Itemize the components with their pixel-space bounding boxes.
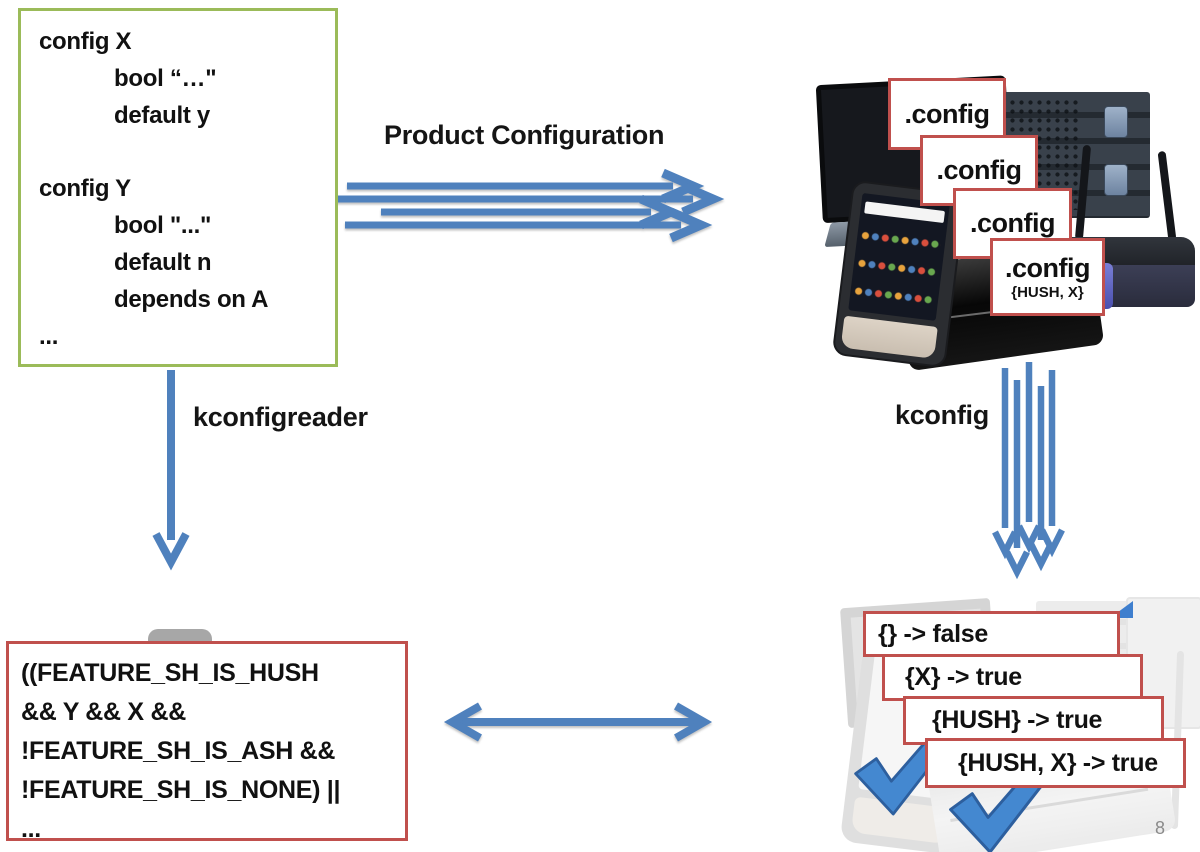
page-number: 8: [1155, 818, 1166, 838]
evaluation-label: {HUSH} -> true: [932, 706, 1103, 734]
phone-screen: [848, 192, 950, 321]
formula-line: ((FEATURE_SH_IS_HUSH: [21, 659, 319, 687]
config-file-label: .config: [936, 155, 1023, 185]
model-blank-line: [39, 134, 335, 170]
router-antenna: [1157, 150, 1177, 242]
formula-box: ((FEATURE_SH_IS_HUSH && Y && X && !FEATU…: [6, 641, 408, 843]
evaluation-box-3: {HUSH} -> true: [903, 696, 1164, 745]
config-file-variant-label: {HUSH, X}: [1011, 284, 1084, 301]
kconfig-label: kconfig: [895, 400, 989, 430]
config-file-label: .config: [970, 208, 1056, 238]
router-antenna: [1074, 144, 1092, 241]
evaluation-label: {} -> false: [878, 619, 988, 648]
config-file-box-4: .config {HUSH, X}: [990, 238, 1105, 316]
product-configuration-arrows-icon: [331, 168, 725, 243]
config-file-label: .config: [1005, 253, 1091, 283]
formula-line: !FEATURE_SH_IS_NONE) ||: [21, 776, 341, 804]
smartphone-image: [831, 179, 967, 369]
phone-app-icons: [853, 219, 943, 313]
evaluation-label: {HUSH, X} -> true: [958, 748, 1158, 777]
config-file-label: .config: [904, 98, 991, 129]
formula-line: ...: [21, 815, 41, 843]
model-line: depends on A: [114, 286, 269, 313]
evaluation-box-1: {} -> false: [863, 611, 1120, 657]
server-drive-handle: [1104, 164, 1128, 196]
model-line: config X: [39, 28, 132, 55]
kconfigreader-arrow-icon: [152, 370, 190, 571]
evaluation-label: {X} -> true: [905, 663, 1022, 691]
model-line: default n: [114, 249, 212, 276]
evaluation-box-4: {HUSH, X} -> true: [925, 738, 1186, 788]
formula-line: && Y && X &&: [21, 698, 186, 726]
model-line: ...: [39, 323, 59, 350]
model-line: default y: [114, 102, 210, 129]
product-configuration-label: Product Configuration: [384, 120, 665, 150]
kconfigreader-label: kconfigreader: [193, 402, 368, 432]
server-drive-handle: [1104, 106, 1128, 138]
model-line: bool "...": [114, 212, 212, 239]
kconfig-arrows-icon: [992, 362, 1065, 580]
evaluation-box-2: {X} -> true: [882, 654, 1143, 701]
model-line: config Y: [39, 175, 131, 202]
phone-chin: [840, 315, 938, 359]
model-line: bool “…": [114, 65, 217, 92]
double-arrow-icon: [443, 702, 713, 742]
formula-line: !FEATURE_SH_IS_ASH &&: [21, 737, 336, 765]
kconfig-model-box: config X bool “…" default y config Y boo…: [18, 8, 338, 367]
